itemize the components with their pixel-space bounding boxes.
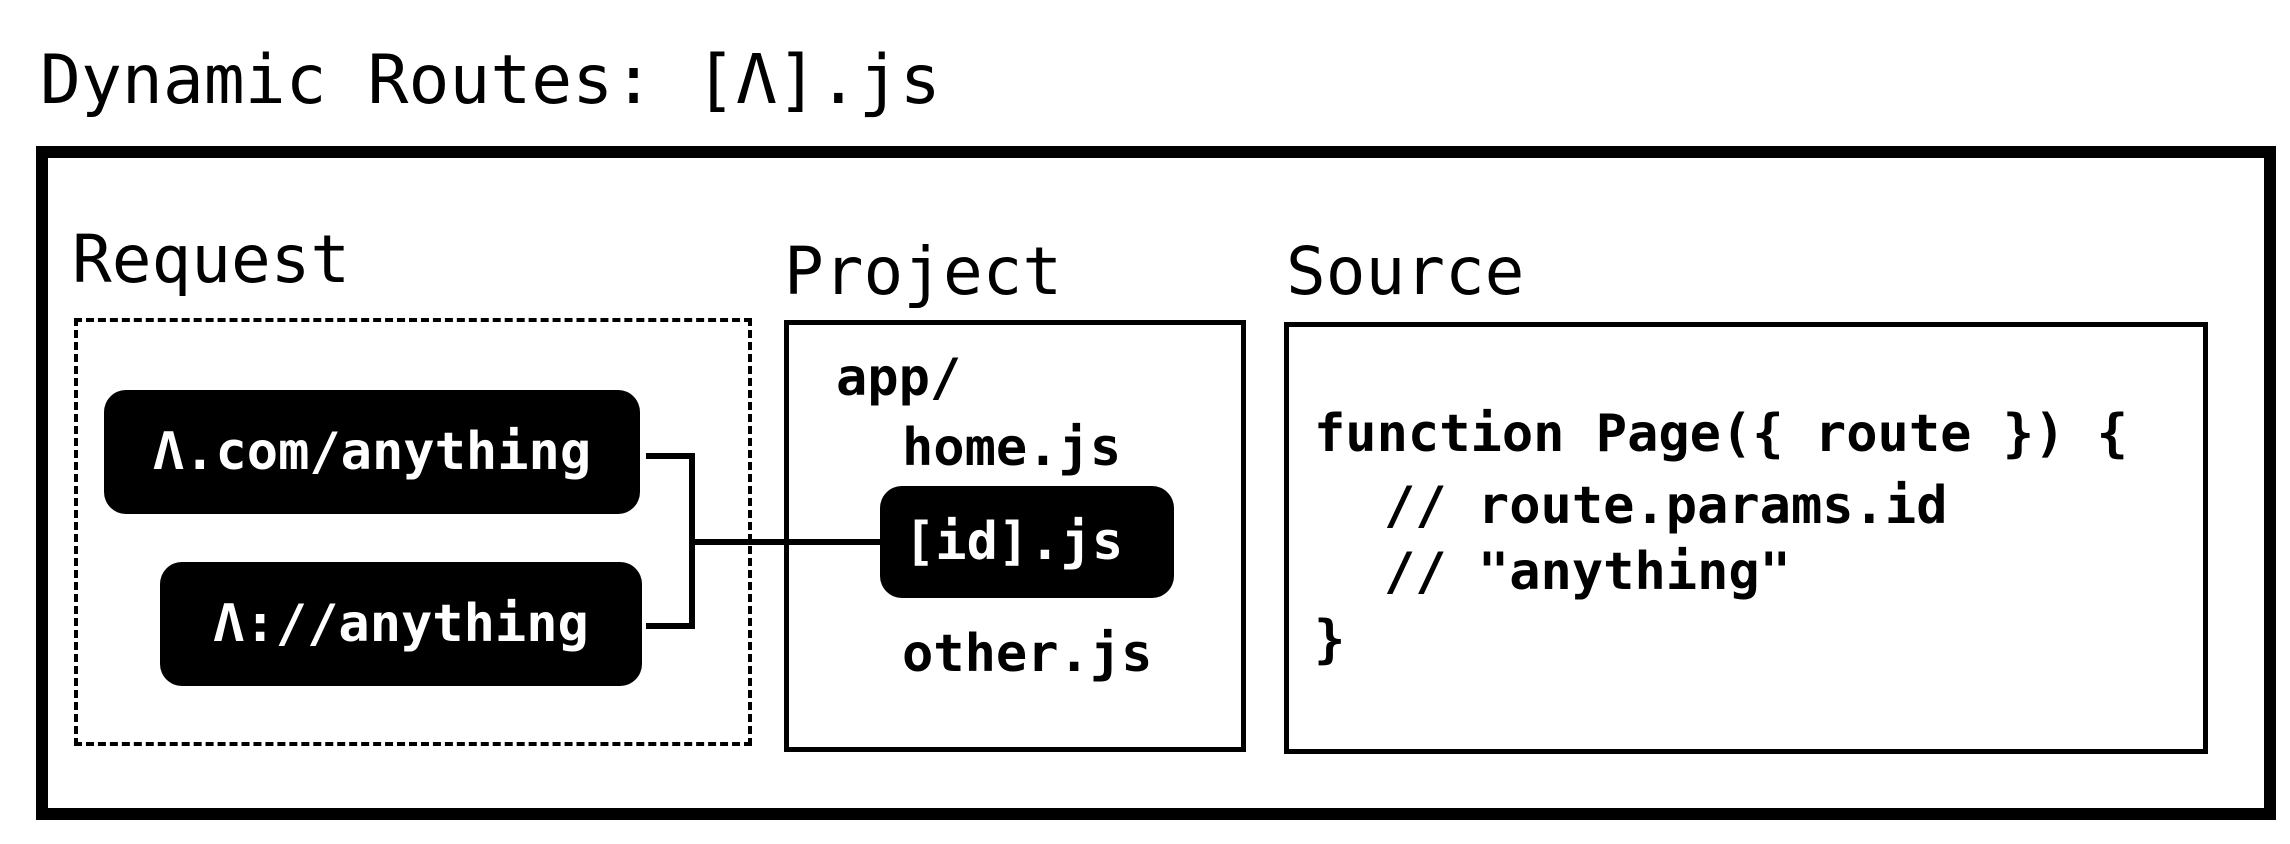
request-url-pill-app: Λ://anything <box>160 562 642 686</box>
diagram-title: Dynamic Routes: [Λ].js <box>40 41 941 120</box>
source-code-line-3: // "anything" <box>1384 542 1791 602</box>
source-section-label: Source <box>1286 233 1525 310</box>
request-url-app: Λ://anything <box>213 594 589 654</box>
project-file-other: other.js <box>902 624 1153 684</box>
project-file-dynamic: [id].js <box>904 512 1124 572</box>
request-box <box>74 318 752 746</box>
project-folder-name: app/ <box>836 348 962 408</box>
request-url-web: Λ.com/anything <box>152 422 592 482</box>
source-code-line-2: // route.params.id <box>1384 476 1948 536</box>
project-section-label: Project <box>784 233 1063 310</box>
project-box <box>784 320 1246 752</box>
source-box <box>1284 322 2208 754</box>
request-url-pill-web: Λ.com/anything <box>104 390 640 514</box>
project-file-dynamic-pill: [id].js <box>880 486 1174 598</box>
request-section-label: Request <box>72 221 351 298</box>
source-code-line-1: function Page({ route }) { <box>1314 404 2128 464</box>
source-code-line-4: } <box>1314 610 1346 670</box>
project-file-home: home.js <box>902 418 1122 478</box>
outer-frame <box>36 146 2276 820</box>
